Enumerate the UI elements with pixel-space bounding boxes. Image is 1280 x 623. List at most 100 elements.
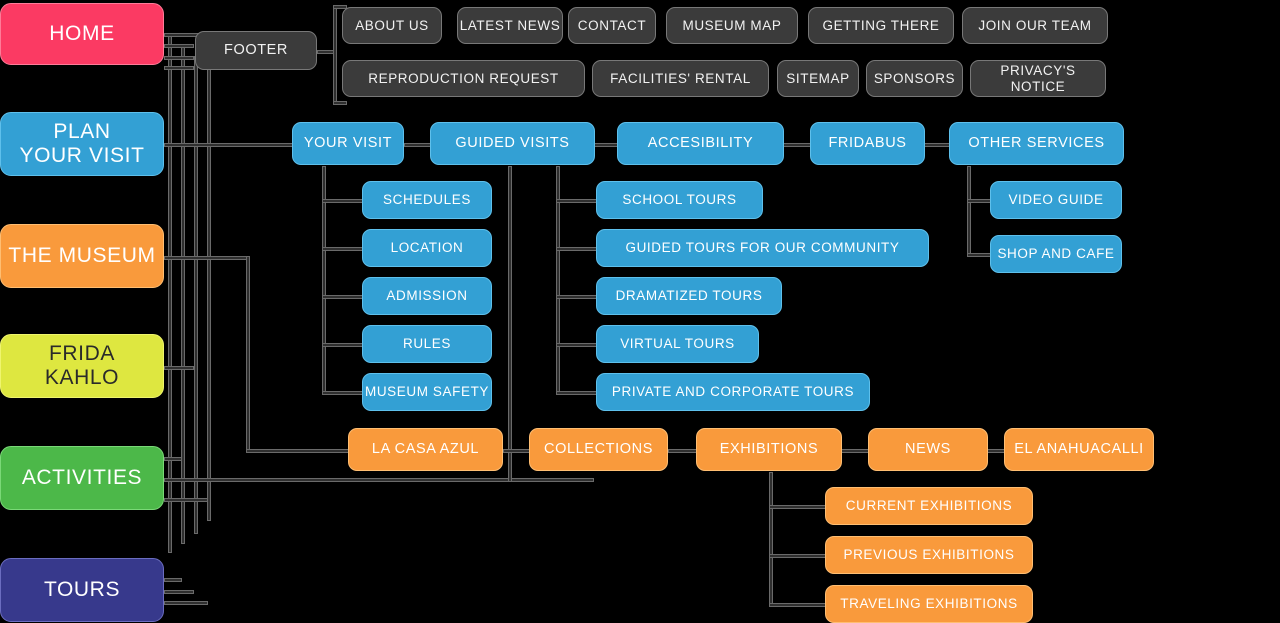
- main-nav-home-label: HOME: [49, 22, 115, 46]
- node-previous-exhibitions[interactable]: PREVIOUS EXHIBITIONS: [825, 536, 1033, 574]
- main-nav-frida-kahlo[interactable]: FRIDA KAHLO: [0, 334, 164, 398]
- node-label: GUIDED VISITS: [455, 135, 570, 152]
- connector: [164, 143, 294, 147]
- main-nav-home[interactable]: HOME: [0, 3, 164, 65]
- footer-link-privacys-notice[interactable]: PRIVACY'S NOTICE: [970, 60, 1106, 97]
- footer-link-about-us[interactable]: ABOUT US: [342, 7, 442, 44]
- node-label: ADMISSION: [386, 288, 468, 304]
- node-dramatized-tours[interactable]: DRAMATIZED TOURS: [596, 277, 782, 315]
- connector: [556, 199, 598, 203]
- footer-link-museum-map[interactable]: MUSEUM MAP: [666, 7, 798, 44]
- main-nav-tours[interactable]: TOURS: [0, 558, 164, 622]
- main-nav-the-museum-label: THE MUSEUM: [8, 244, 156, 268]
- node-label: PREVIOUS EXHIBITIONS: [843, 547, 1015, 563]
- footer-node-label: FOOTER: [223, 42, 288, 59]
- main-nav-tours-label: TOURS: [43, 578, 121, 602]
- node-shop-and-cafe[interactable]: SHOP AND CAFE: [990, 235, 1122, 273]
- footer-link-getting-there[interactable]: GETTING THERE: [808, 7, 954, 44]
- node-label: LOCATION: [390, 240, 464, 256]
- connector: [556, 247, 598, 251]
- node-label: MUSEUM SAFETY: [364, 384, 490, 400]
- node-label: COLLECTIONS: [544, 441, 653, 458]
- node-video-guide[interactable]: VIDEO GUIDE: [990, 181, 1122, 219]
- node-label: VIDEO GUIDE: [1008, 192, 1104, 208]
- footer-link-reproduction-request[interactable]: REPRODUCTION REQUEST: [342, 60, 585, 97]
- footer-link-label: REPRODUCTION REQUEST: [368, 70, 559, 86]
- main-nav-plan-your-visit[interactable]: PLAN YOUR VISIT: [0, 112, 164, 176]
- node-news[interactable]: NEWS: [868, 428, 988, 471]
- node-location[interactable]: LOCATION: [362, 229, 492, 267]
- node-collections[interactable]: COLLECTIONS: [529, 428, 668, 471]
- connector: [246, 256, 250, 451]
- node-admission[interactable]: ADMISSION: [362, 277, 492, 315]
- connector: [168, 33, 172, 553]
- node-virtual-tours[interactable]: VIRTUAL TOURS: [596, 325, 759, 363]
- node-exhibitions[interactable]: EXHIBITIONS: [696, 428, 842, 471]
- connector: [923, 143, 951, 147]
- node-other-services[interactable]: OTHER SERVICES: [949, 122, 1124, 165]
- node-el-anahuacalli[interactable]: EL ANAHUACALLI: [1004, 428, 1154, 471]
- connector: [322, 295, 364, 299]
- node-label: NEWS: [905, 441, 951, 458]
- footer-link-join-our-team[interactable]: JOIN OUR TEAM: [962, 7, 1108, 44]
- node-accesibility[interactable]: ACCESIBILITY: [617, 122, 784, 165]
- connector: [164, 366, 194, 370]
- node-label: EL ANAHUACALLI: [1014, 441, 1144, 458]
- footer-link-label: GETTING THERE: [822, 17, 940, 33]
- node-label: EXHIBITIONS: [719, 441, 819, 458]
- main-nav-activities[interactable]: ACTIVITIES: [0, 446, 164, 510]
- footer-link-facilities-rental[interactable]: FACILITIES' RENTAL: [592, 60, 769, 97]
- connector: [164, 498, 208, 502]
- node-label: SCHOOL TOURS: [622, 192, 737, 208]
- connector: [556, 391, 598, 395]
- footer-node[interactable]: FOOTER: [195, 31, 317, 70]
- connector: [164, 44, 194, 48]
- footer-link-contact[interactable]: CONTACT: [568, 7, 656, 44]
- node-label: CURRENT EXHIBITIONS: [845, 498, 1013, 514]
- node-label: LA CASA AZUL: [371, 441, 480, 458]
- footer-link-label: JOIN OUR TEAM: [978, 17, 1092, 33]
- node-museum-safety[interactable]: MUSEUM SAFETY: [362, 373, 492, 411]
- node-current-exhibitions[interactable]: CURRENT EXHIBITIONS: [825, 487, 1033, 525]
- footer-link-latest-news[interactable]: LATEST NEWS: [457, 7, 563, 44]
- node-fridabus[interactable]: FRIDABUS: [810, 122, 925, 165]
- connector: [769, 505, 829, 509]
- footer-link-sitemap[interactable]: SITEMAP: [777, 60, 859, 97]
- connector: [769, 603, 829, 607]
- footer-link-sponsors[interactable]: SPONSORS: [866, 60, 963, 97]
- node-label: SCHEDULES: [383, 192, 471, 208]
- node-guided-visits[interactable]: GUIDED VISITS: [430, 122, 595, 165]
- connector: [164, 590, 194, 594]
- main-nav-frida-kahlo-label: FRIDA KAHLO: [44, 342, 120, 389]
- connector: [668, 449, 698, 453]
- connector: [164, 457, 182, 461]
- node-label: RULES: [402, 336, 451, 352]
- connector: [333, 101, 347, 105]
- footer-link-label: LATEST NEWS: [459, 17, 561, 33]
- connector: [207, 66, 211, 521]
- node-label: TRAVELING EXHIBITIONS: [840, 596, 1018, 612]
- node-your-visit[interactable]: YOUR VISIT: [292, 122, 404, 165]
- connector: [556, 295, 598, 299]
- main-nav-the-museum[interactable]: THE MUSEUM: [0, 224, 164, 288]
- connector: [181, 44, 185, 544]
- node-schedules[interactable]: SCHEDULES: [362, 181, 492, 219]
- node-traveling-exhibitions[interactable]: TRAVELING EXHIBITIONS: [825, 585, 1033, 623]
- node-guided-tours-for-our-community[interactable]: GUIDED TOURS FOR OUR COMMUNITY: [596, 229, 929, 267]
- footer-link-label: MUSEUM MAP: [682, 17, 782, 33]
- node-label: FRIDABUS: [828, 135, 907, 152]
- node-label: OTHER SERVICES: [968, 135, 1105, 152]
- node-la-casa-azul[interactable]: LA CASA AZUL: [348, 428, 503, 471]
- main-nav-plan-your-visit-label: PLAN YOUR VISIT: [19, 120, 145, 167]
- node-label: PRIVATE AND CORPORATE TOURS: [611, 384, 855, 400]
- footer-link-label: SITEMAP: [786, 70, 850, 86]
- node-school-tours[interactable]: SCHOOL TOURS: [596, 181, 763, 219]
- node-label: GUIDED TOURS FOR OUR COMMUNITY: [625, 240, 900, 256]
- node-rules[interactable]: RULES: [362, 325, 492, 363]
- connector: [769, 554, 829, 558]
- node-private-and-corporate-tours[interactable]: PRIVATE AND CORPORATE TOURS: [596, 373, 870, 411]
- connector: [322, 199, 364, 203]
- main-nav-activities-label: ACTIVITIES: [21, 466, 143, 490]
- node-label: VIRTUAL TOURS: [620, 336, 735, 352]
